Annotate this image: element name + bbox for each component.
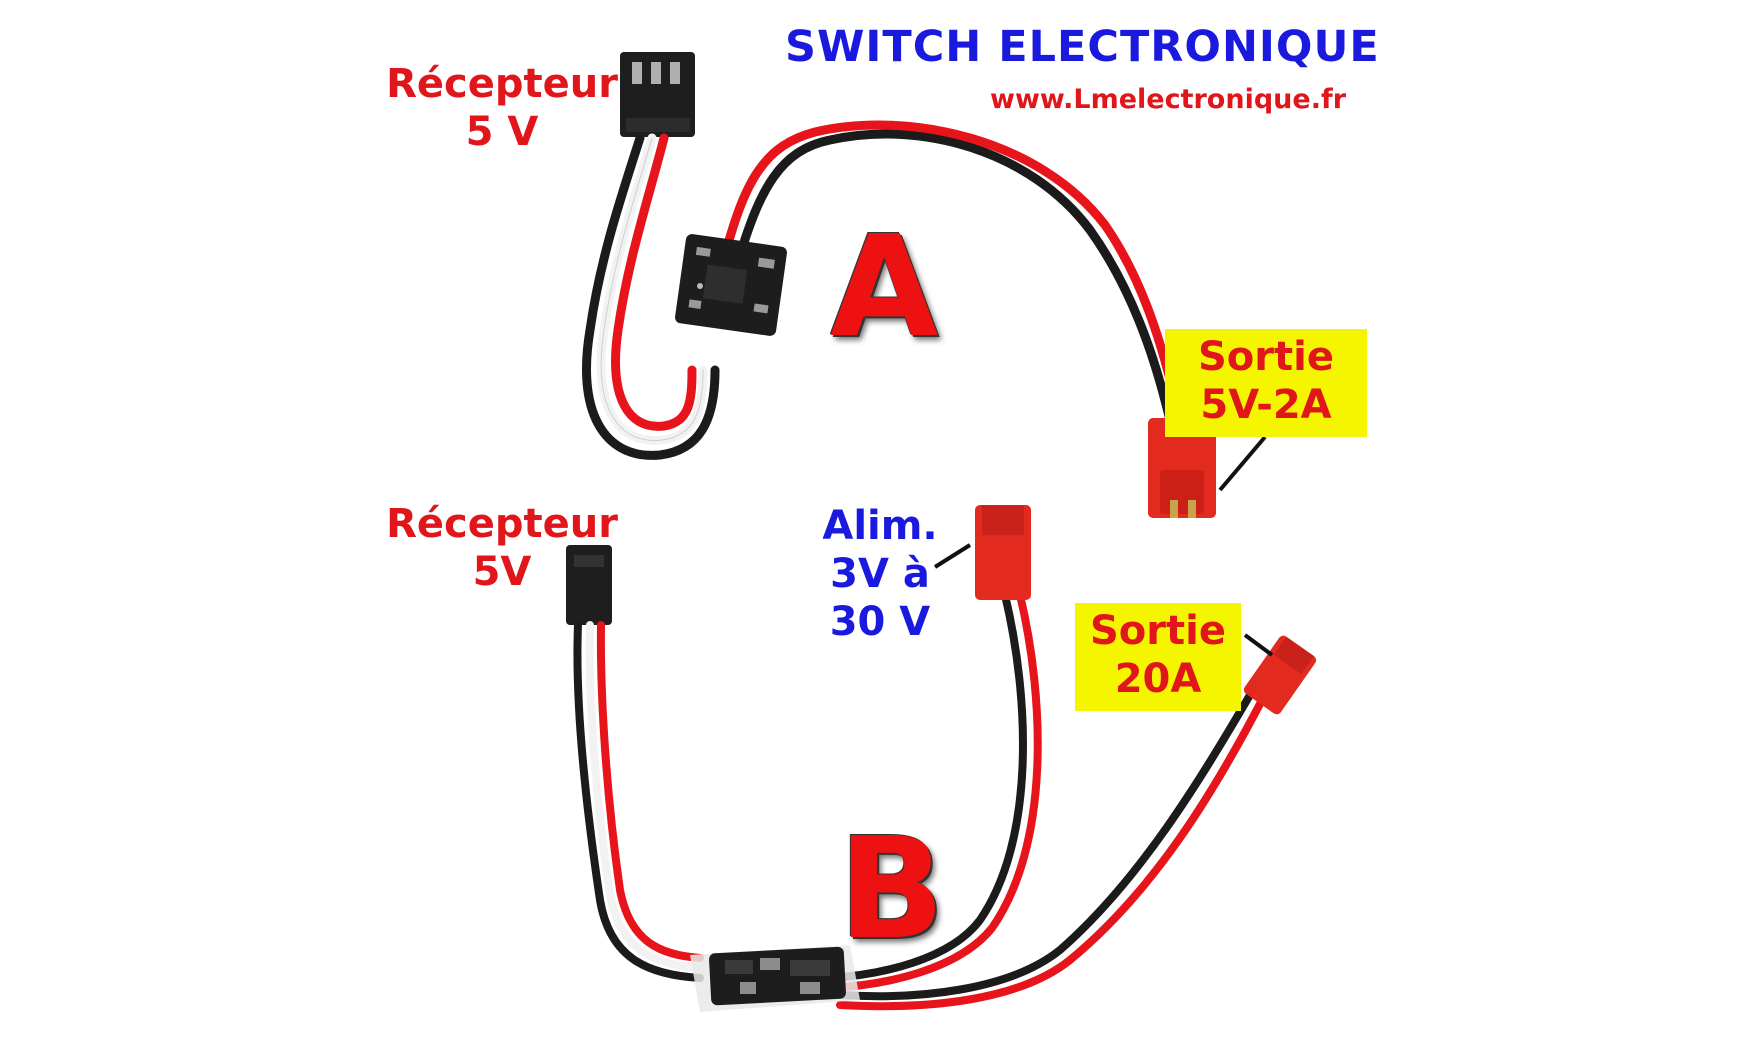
- output-label-box-b: Sortie 20A: [1075, 603, 1241, 711]
- jst-connector-a: [1148, 418, 1216, 518]
- servo-connector-a: [620, 52, 695, 137]
- supply-label-b-line2: 3V à: [830, 551, 930, 597]
- page-title: SWITCH ELECTRONIQUE: [785, 22, 1380, 72]
- jst-output-connector-b: [1243, 635, 1317, 715]
- receiver-lead-a: [582, 133, 720, 460]
- supply-label-b-line3: 30 V: [829, 599, 931, 645]
- output-label-a-line1: Sortie: [1198, 334, 1334, 380]
- output-lead-a: [720, 120, 1185, 425]
- receiver-label-a: Récepteur 5 V: [382, 60, 622, 156]
- pcb-module-b: [690, 945, 860, 1012]
- module-letter-b: B: [838, 808, 945, 971]
- output-label-b-line1: Sortie: [1090, 608, 1226, 654]
- pcb-module-a: [675, 234, 787, 336]
- leader-line-output-b: [1243, 633, 1274, 657]
- leader-line-output-a: [1218, 435, 1267, 492]
- receiver-label-b-line2: 5V: [472, 549, 532, 595]
- servo-connector-b: [566, 545, 612, 625]
- supply-label-b-line1: Alim.: [822, 503, 938, 549]
- leader-line-supply-b: [933, 543, 972, 569]
- receiver-label-b: Récepteur 5V: [382, 500, 622, 596]
- supply-label-b: Alim. 3V à 30 V: [810, 502, 950, 646]
- jst-supply-connector-b: [975, 505, 1031, 600]
- output-label-b-line2: 20A: [1114, 656, 1202, 702]
- receiver-lead-b: [573, 621, 704, 982]
- website-url: www.Lmelectronique.fr: [990, 84, 1347, 115]
- receiver-label-a-line1: Récepteur: [386, 61, 618, 107]
- output-lead-b: [836, 691, 1266, 1011]
- module-letter-a: A: [830, 206, 939, 369]
- output-label-a-line2: 5V-2A: [1200, 382, 1332, 428]
- output-label-box-a: Sortie 5V-2A: [1165, 329, 1367, 437]
- receiver-label-b-line1: Récepteur: [386, 501, 618, 547]
- receiver-label-a-line2: 5 V: [465, 109, 539, 155]
- supply-lead-b: [826, 591, 1042, 992]
